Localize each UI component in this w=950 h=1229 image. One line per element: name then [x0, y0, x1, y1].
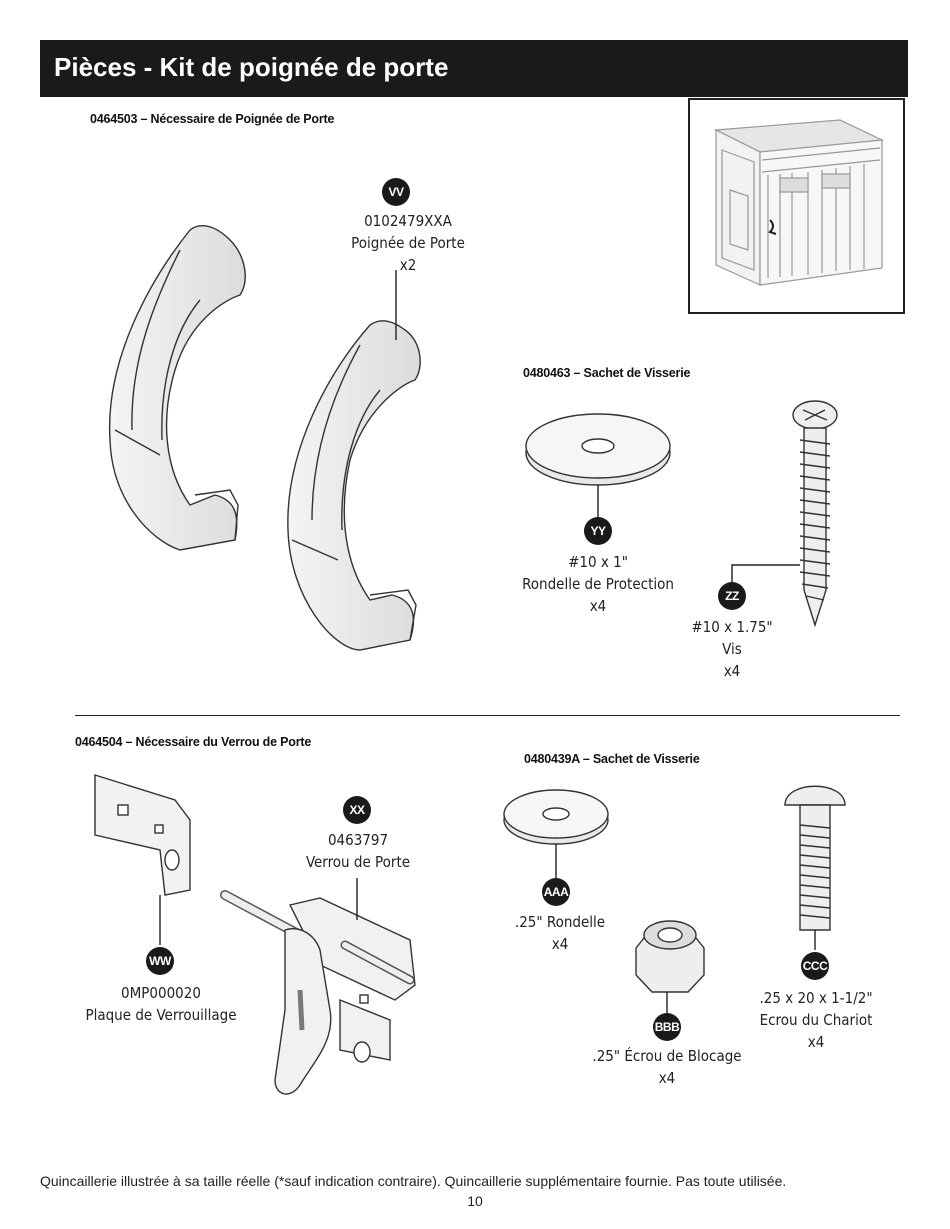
part-vv-text: 0102479XXA Poignée de Porte x2 — [351, 210, 465, 276]
shed-illustration — [713, 119, 885, 286]
badge-bbb: BBB — [653, 1013, 681, 1041]
page-number: 10 — [467, 1193, 483, 1209]
badge-ww: WW — [146, 947, 174, 975]
part-ccc-qty: x4 — [807, 1033, 825, 1051]
latch-hardware-label: 0480439A – Sachet de Visserie — [524, 752, 700, 766]
part-yy-size: #10 x 1" — [568, 553, 628, 571]
part-xx-text: 0463797 Verrou de Porte — [306, 829, 410, 873]
shed-thumbnail — [688, 98, 905, 314]
part-yy-name: Rondelle de Protection — [522, 575, 674, 593]
washer-aaa-shape — [503, 789, 609, 845]
part-aaa-text: .25" Rondelle x4 — [515, 911, 605, 955]
badge-zz: ZZ — [718, 582, 746, 610]
part-bbb-name: .25" Écrou de Blocage — [592, 1047, 742, 1065]
part-vv-qty: x2 — [399, 256, 417, 274]
part-ccc-text: .25 x 20 x 1-1/2" Ecrou du Chariot x4 — [759, 987, 872, 1053]
part-aaa-qty: x4 — [551, 935, 569, 953]
screw-zz-shape — [792, 400, 838, 628]
page-header: Pièces - Kit de poignée de porte — [40, 40, 908, 97]
page-title: Pièces - Kit de poignée de porte — [54, 52, 449, 82]
part-vv-number: 0102479XXA — [364, 212, 452, 230]
badge-aaa: AAA — [542, 878, 570, 906]
lock-nut-shape — [635, 920, 705, 993]
part-zz-name: Vis — [722, 640, 742, 658]
part-yy-qty: x4 — [589, 597, 607, 615]
part-ccc-size: .25 x 20 x 1-1/2" — [759, 989, 873, 1007]
door-handle-left — [108, 224, 246, 551]
part-yy-text: #10 x 1" Rondelle de Protection x4 — [522, 551, 674, 617]
carriage-bolt-shape — [784, 785, 846, 931]
handle-hardware-label: 0480463 – Sachet de Visserie — [523, 366, 691, 380]
door-handle-right — [287, 320, 421, 651]
badge-yy: YY — [584, 517, 612, 545]
part-bbb-text: .25" Écrou de Blocage x4 — [592, 1045, 741, 1089]
part-bbb-qty: x4 — [658, 1069, 676, 1087]
part-ww-name: Plaque de Verrouillage — [85, 1006, 237, 1024]
part-zz-text: #10 x 1.75" Vis x4 — [691, 616, 772, 682]
footer-note: Quincaillerie illustrée à sa taille réel… — [40, 1173, 787, 1189]
part-zz-size: #10 x 1.75" — [691, 618, 773, 636]
latch-plate-shape — [94, 774, 191, 896]
badge-vv: VV — [382, 178, 410, 206]
arrow-icon — [768, 219, 777, 235]
latch-kit-label: 0464504 – Nécessaire du Verrou de Porte — [75, 735, 312, 749]
part-vv-name: Poignée de Porte — [351, 234, 465, 252]
part-ccc-name: Ecrou du Chariot — [759, 1011, 873, 1029]
badge-xx: XX — [343, 796, 371, 824]
handle-kit-label: 0464503 – Nécessaire de Poignée de Porte — [90, 112, 335, 126]
part-ww-text: 0MP000020 Plaque de Verrouillage — [85, 982, 236, 1026]
part-xx-name: Verrou de Porte — [305, 853, 411, 871]
door-latch-shape — [220, 890, 416, 1095]
washer-yy-shape — [525, 413, 671, 486]
badge-ccc: CCC — [801, 952, 829, 980]
part-xx-number: 0463797 — [327, 831, 389, 849]
section-divider — [75, 715, 900, 716]
part-aaa-name: .25" Rondelle — [514, 913, 606, 931]
part-zz-qty: x4 — [723, 662, 741, 680]
part-ww-number: 0MP000020 — [121, 984, 201, 1002]
